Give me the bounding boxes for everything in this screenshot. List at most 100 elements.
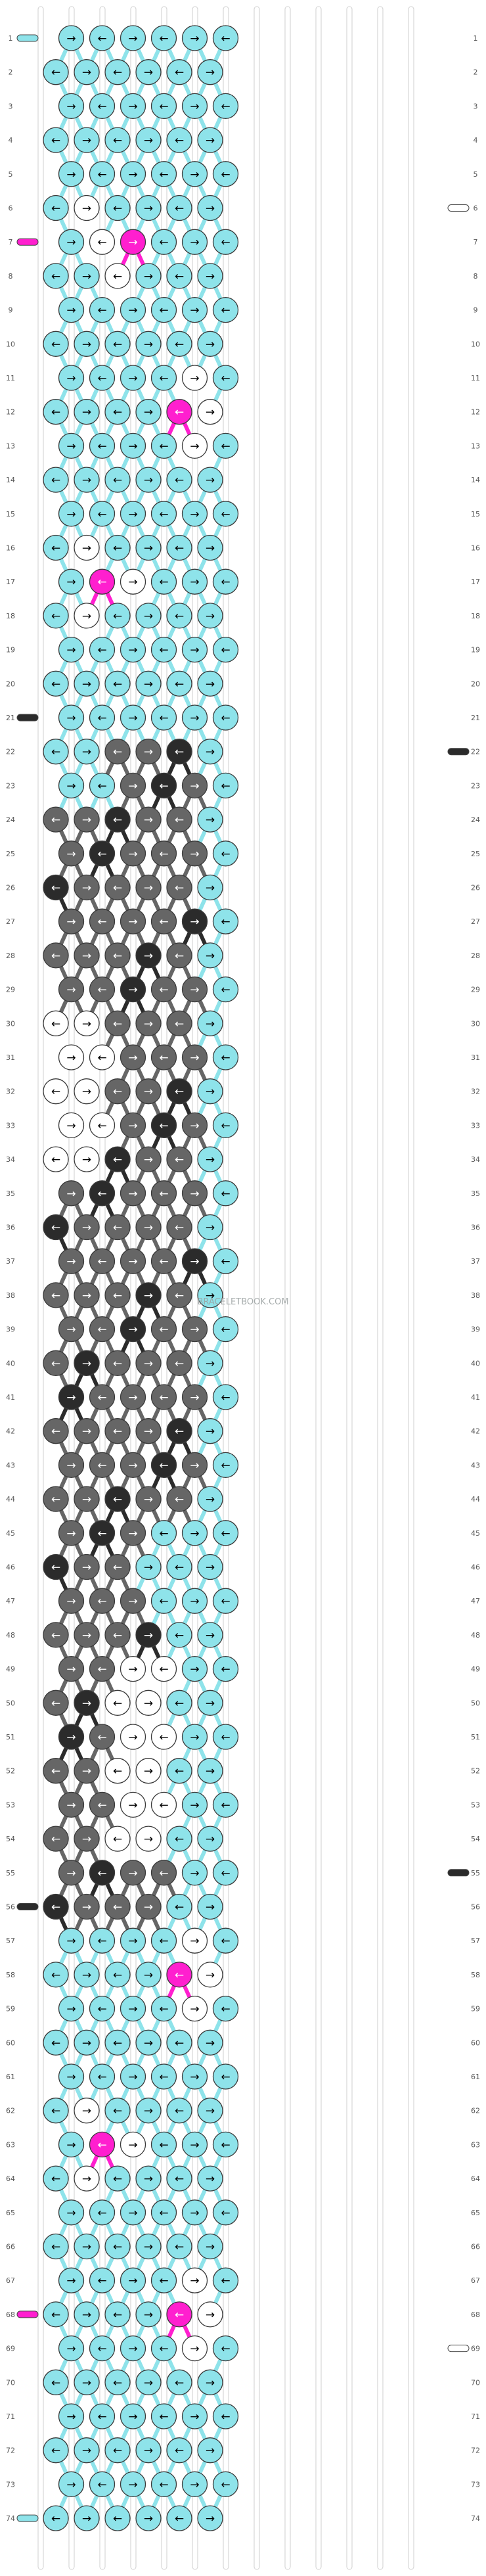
knot: ← [43,2369,69,2395]
knot: ← [166,1418,192,1444]
knot-arrow-icon: → [144,1357,153,1370]
knot-arrow-icon: → [206,2512,215,2525]
knot-circle [181,908,208,934]
knot-circle [120,2131,146,2158]
knot-arrow-icon: → [82,2512,91,2525]
knot-arrow-icon: → [144,2445,153,2458]
knot-arrow-icon: ← [113,678,122,691]
knot-arrow-icon: ← [51,610,60,623]
knot-arrow-icon: → [66,984,76,997]
knot-arrow-icon: → [82,2105,91,2118]
knot-arrow-icon: ← [159,236,168,249]
knot-circle [135,1962,162,1988]
knot-circle [58,501,85,527]
knot: ← [43,467,69,493]
knot-arrow-icon: ← [51,474,60,487]
knot-circle [89,1180,116,1207]
knot: ← [166,1826,192,1852]
knot-circle [181,161,208,187]
knot: ← [104,1010,131,1036]
row-label-left: 15 [6,510,15,518]
knot-arrow-icon: ← [175,2173,184,2186]
knot-arrow-icon: → [66,1391,76,1404]
row-label-right: 30 [471,1019,480,1028]
knot-circle [181,1724,208,1750]
knot-circle [43,467,69,493]
knot-arrow-icon: ← [113,2173,122,2186]
knot-arrow-icon: ← [175,338,184,351]
knot-circle [104,1350,131,1376]
knot-circle [166,1962,192,1988]
knot-arrow-icon: ← [175,474,184,487]
knot-circle [212,908,239,934]
knot-circle [58,1995,85,2022]
knot-circle [43,2437,69,2464]
knot-arrow-icon: → [128,508,137,521]
knot-circle [181,2199,208,2226]
knot-arrow-icon: ← [221,1255,230,1268]
knot-arrow-icon: ← [221,915,230,929]
knot-circle [74,534,100,561]
knot-circle [89,432,116,459]
knot-circle [197,874,223,901]
knot-circle [181,1112,208,1139]
knot-circle [104,467,131,493]
knot-circle [89,1995,116,2022]
knot-circle [58,1724,85,1750]
knot: → [197,670,223,697]
knot: ← [104,1893,131,1920]
knot: → [197,2165,223,2192]
knot: ← [212,432,239,459]
row-label-right: 35 [471,1189,480,1198]
knot-arrow-icon: → [82,2376,91,2389]
knot: → [120,2267,146,2293]
knot: ← [150,1180,177,1207]
knot: → [135,1486,162,1512]
row-label-left: 63 [6,2140,15,2149]
knot: → [197,534,223,561]
knot-arrow-icon: → [66,32,76,45]
knot: ← [166,399,192,425]
knot-arrow-icon: → [82,1289,91,1302]
knot-circle [197,263,223,289]
knot: ← [150,908,177,934]
knot-arrow-icon: → [190,576,199,589]
knot-arrow-icon: → [144,66,153,80]
knot-arrow-icon: ← [51,882,60,895]
knot-circle [135,263,162,289]
knot: → [135,2505,162,2531]
knot-arrow-icon: → [82,746,91,759]
knot-arrow-icon: → [206,270,215,283]
knot: → [120,25,146,51]
knot: → [197,1690,223,1716]
knot: ← [150,568,177,595]
knot-arrow-icon: ← [175,882,184,895]
knot-circle [74,1282,100,1308]
row-label-right: 13 [471,442,480,450]
knot-arrow-icon: ← [175,2512,184,2525]
knot: ← [166,2029,192,2056]
knot-arrow-icon: → [144,2376,153,2389]
knot-arrow-icon: → [144,1901,153,1914]
knot: → [58,2199,85,2226]
knot-circle [74,263,100,289]
knot: → [181,1248,208,1274]
knot: → [74,1893,100,1920]
knot: ← [89,161,116,187]
knot-circle [104,874,131,901]
knot-arrow-icon: ← [175,1289,184,1302]
knot-circle [89,1588,116,1614]
knot: → [120,1724,146,1750]
knot: → [74,874,100,901]
knot-circle [120,840,146,867]
knot-arrow-icon: → [190,2410,199,2424]
knot-circle [197,2165,223,2192]
knot-circle [181,1044,208,1070]
knot-arrow-icon: → [82,1153,91,1166]
knot-arrow-icon: ← [159,2071,168,2084]
knot-arrow-icon: ← [221,1391,230,1404]
knot-circle [43,2505,69,2531]
knot-circle [135,467,162,493]
knot-circle [120,2471,146,2498]
knot-circle [135,942,162,969]
